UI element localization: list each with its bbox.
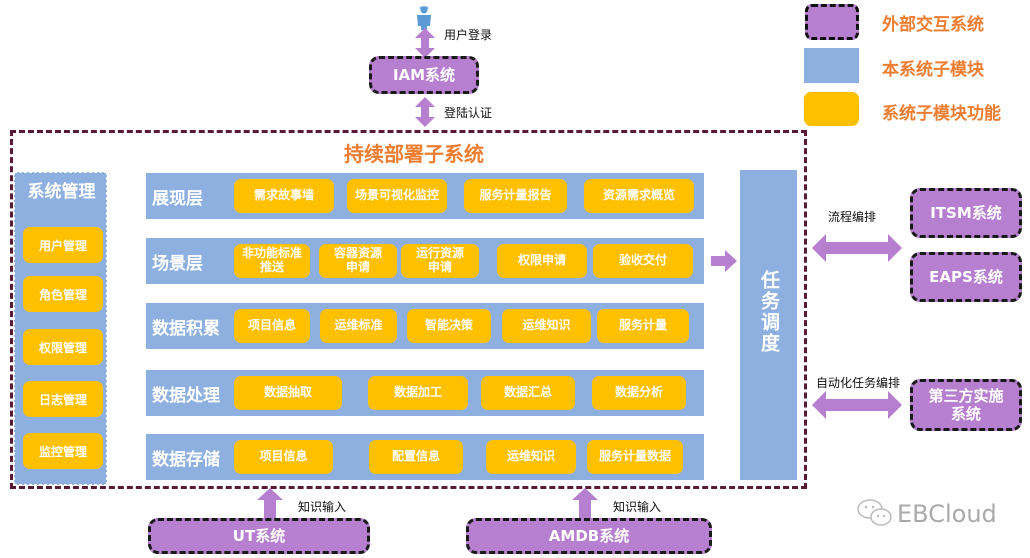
amdb-input-label: 知识输入 [613,500,662,514]
function-item[interactable]: 服务计量报告 [464,179,567,213]
function-item[interactable]: 验收交付 [593,244,693,278]
legend-label-module: 本系统子模块 [882,60,984,80]
wechat-icon [855,497,895,529]
third-party-system[interactable]: 第三方实施系统 [910,379,1022,431]
layer-title: 展现层 [152,188,203,209]
legend-swatch-function [804,92,859,126]
function-item[interactable]: 资源需求概览 [584,179,694,213]
flow-orchestration-label: 流程编排 [828,210,877,224]
function-item[interactable]: 数据抽取 [234,376,342,410]
ut-input-label: 知识输入 [298,500,347,514]
function-item[interactable]: 容器资源申请 [319,244,397,278]
user-management[interactable]: 用户管理 [23,227,103,263]
function-item[interactable]: 服务计量数据 [587,440,683,474]
ut-system[interactable]: UT系统 [148,518,370,554]
function-item[interactable]: 数据汇总 [481,376,575,410]
function-item[interactable]: 配置信息 [369,440,463,474]
log-management[interactable]: 日志管理 [23,381,103,417]
ut-input-arrow [257,488,283,520]
function-item[interactable]: 服务计量 [597,309,689,343]
legend-swatch-external [805,4,859,40]
function-item[interactable]: 运维标准 [320,309,397,343]
monitor-management[interactable]: 监控管理 [23,433,103,469]
layer-title: 数据存储 [152,449,220,470]
amdb-system[interactable]: AMDB系统 [466,518,712,554]
function-item[interactable]: 运维知识 [502,309,591,343]
watermark-text: EBCloud [897,500,997,528]
task-scheduler-label: 任务调度 [758,270,780,354]
layer-data-storage: 数据存储 项目信息 配置信息 运维知识 服务计量数据 [146,434,704,480]
function-item[interactable]: 权限申请 [497,244,587,278]
amdb-input-arrow [572,488,598,520]
flow-orchestration-arrow [812,234,902,262]
legend-label-function: 系统子模块功能 [882,104,1001,124]
itsm-system[interactable]: ITSM系统 [910,188,1022,238]
legend-label-external: 外部交互系统 [882,15,984,35]
user-icon [414,6,434,30]
layer-scenario: 场景层 非功能标准推送 容器资源申请 运行资源申请 权限申请 验收交付 [146,238,704,284]
auth-arrow [414,97,436,127]
layer-title: 数据积累 [152,318,220,339]
iam-system[interactable]: IAM系统 [369,56,479,94]
cd-subsystem-boundary [10,130,807,489]
function-item[interactable]: 项目信息 [234,309,310,343]
task-scheduler[interactable]: 任务调度 [740,170,797,480]
function-item[interactable]: 运维知识 [486,440,576,474]
function-item[interactable]: 需求故事墙 [234,179,334,213]
cd-subsystem-title: 持续部署子系统 [344,142,484,166]
layer-data-processing: 数据处理 数据抽取 数据加工 数据汇总 数据分析 [146,370,704,416]
layer-title: 数据处理 [152,385,220,406]
function-item[interactable]: 数据分析 [592,376,686,410]
user-login-label: 用户登录 [444,28,493,42]
function-item[interactable]: 非功能标准推送 [234,244,310,278]
layer-presentation: 展现层 需求故事墙 场景可视化监控 服务计量报告 资源需求概览 [146,173,704,219]
permission-management[interactable]: 权限管理 [23,329,103,365]
function-item[interactable]: 运行资源申请 [401,244,479,278]
to-scheduler-arrow [711,250,737,272]
system-management-panel: 系统管理 用户管理 角色管理 权限管理 日志管理 监控管理 [14,172,107,485]
auto-orchestration-arrow [812,391,902,419]
function-item[interactable]: 场景可视化监控 [347,179,447,213]
legend-swatch-module [804,48,859,83]
system-management-title: 系统管理 [27,182,96,202]
user-login-arrow [414,28,436,58]
function-item[interactable]: 数据加工 [368,376,468,410]
function-item[interactable]: 项目信息 [234,440,333,474]
layer-data-accumulation: 数据积累 项目信息 运维标准 智能决策 运维知识 服务计量 [146,303,704,349]
legend: 外部交互系统 本系统子模块 系统子模块功能 [800,0,1030,130]
auth-label: 登陆认证 [444,106,493,120]
eaps-system[interactable]: EAPS系统 [910,252,1022,302]
role-management[interactable]: 角色管理 [23,276,103,312]
function-item[interactable]: 智能决策 [407,309,491,343]
auto-orchestration-label: 自动化任务编排 [816,376,901,390]
layer-title: 场景层 [152,253,203,274]
